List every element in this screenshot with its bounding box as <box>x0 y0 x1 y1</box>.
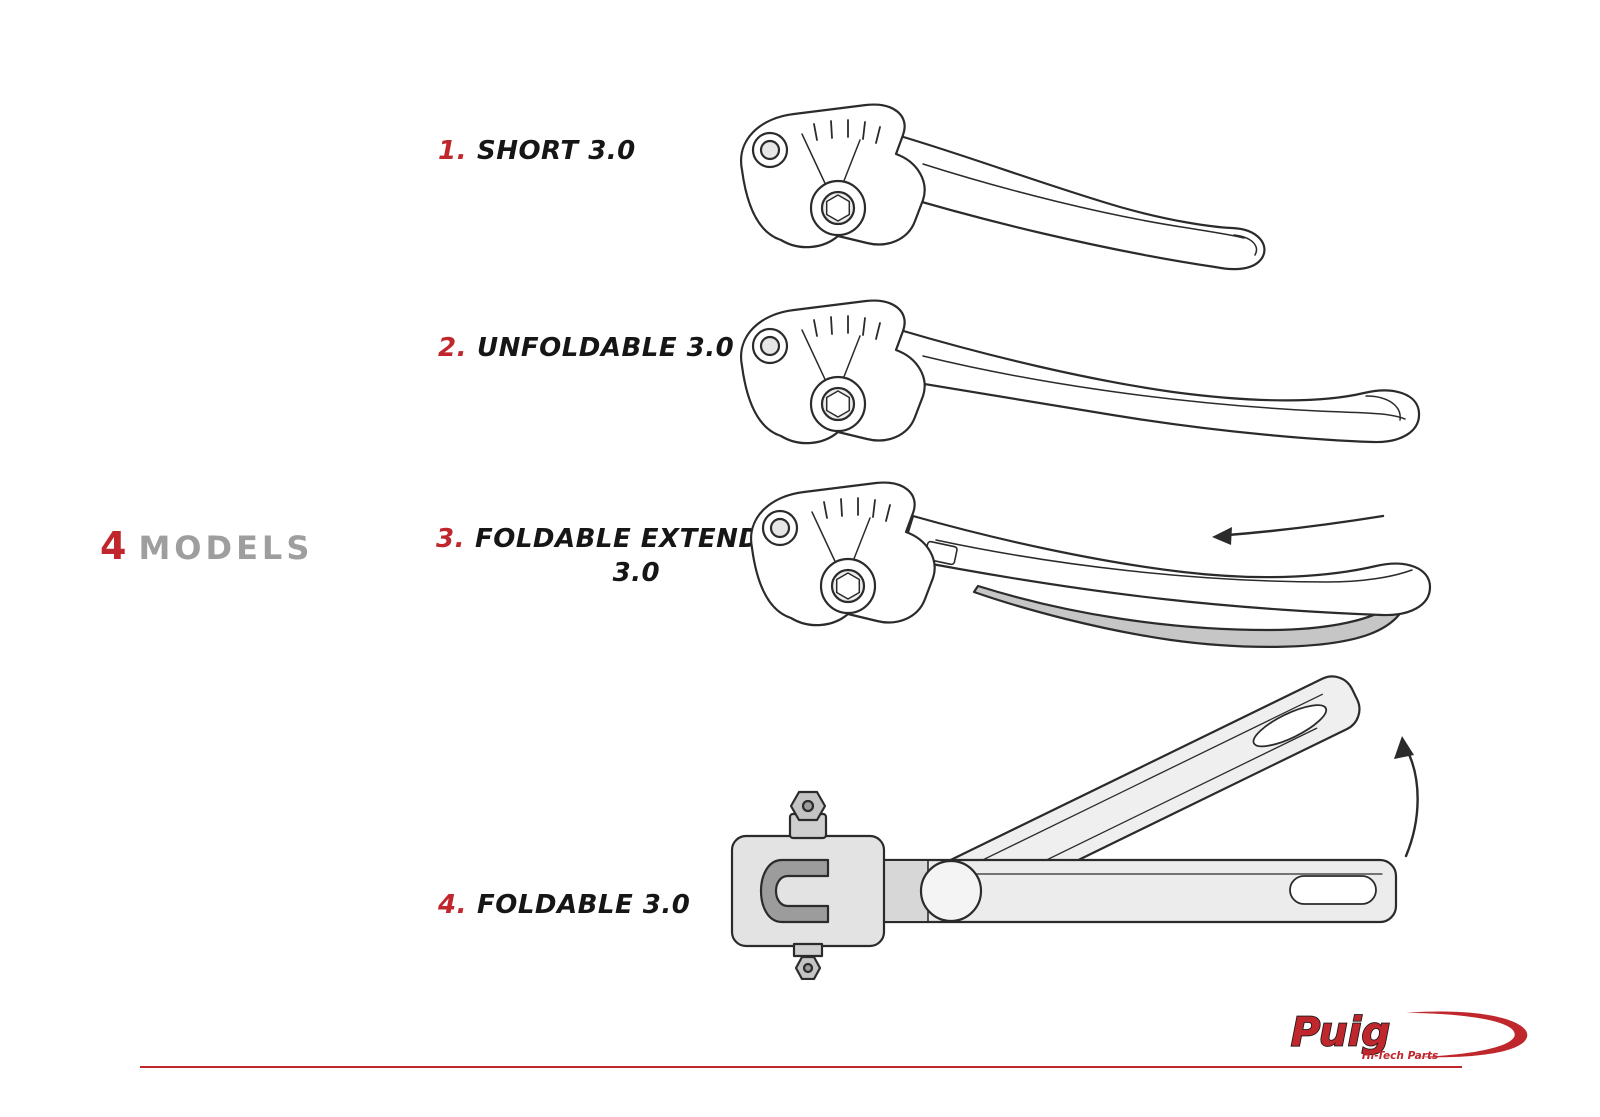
blade-ridge-line <box>935 539 1413 583</box>
footer-divider <box>140 1066 1462 1068</box>
clamp-bracket <box>730 790 886 980</box>
models-word: MODELS <box>138 529 314 567</box>
lever-pivot-housing <box>739 103 926 249</box>
model-number-2: 2. <box>438 333 467 363</box>
model-number-3: 3. <box>436 524 465 554</box>
lever-short-illustration <box>739 103 1266 271</box>
models-heading: 4 MODELS <box>100 524 313 568</box>
lever-foldable-extendable-illustration <box>749 481 1432 648</box>
model-label-line2: 3.0 <box>612 558 661 588</box>
blade-ridge-line <box>922 163 1245 239</box>
clevis-slot <box>760 858 830 924</box>
fold-arrow-icon <box>1394 736 1419 858</box>
model-label-unfoldable: 2. UNFOLDABLE 3.0 <box>438 333 734 363</box>
models-count: 4 <box>100 524 127 568</box>
model-name-foldable: FOLDABLE 3.0 <box>476 890 691 920</box>
vent-slots <box>813 119 881 144</box>
lever-blade <box>886 134 1266 271</box>
logo-brand-text: Puig <box>1291 1009 1391 1056</box>
blade-tip-curl <box>1365 395 1401 421</box>
lever-unfoldable-illustration <box>739 299 1421 445</box>
extend-arrow-icon <box>1212 514 1385 545</box>
model-label-short: 1. SHORT 3.0 <box>438 136 636 166</box>
logo-tagline-text: Hi-Tech Parts <box>1362 1050 1439 1062</box>
lever-pivot-housing <box>749 481 936 627</box>
vent-slots <box>813 315 881 340</box>
lever-blade <box>898 514 1432 617</box>
model-number-4: 4. <box>438 890 467 920</box>
blade-ridge-line <box>922 355 1406 420</box>
lever-blade <box>886 328 1421 444</box>
lever-pivot-housing <box>739 299 926 445</box>
body-slot <box>1289 875 1377 905</box>
model-name-short: SHORT 3.0 <box>476 136 636 166</box>
model-number-1: 1. <box>438 136 467 166</box>
blade-tip-curl <box>1233 234 1258 256</box>
puig-logo: Puig Hi-Tech Parts <box>1290 1008 1528 1062</box>
lever-foldable-illustration <box>730 675 1419 980</box>
model-name-unfoldable: UNFOLDABLE 3.0 <box>476 333 735 363</box>
vent-slots <box>823 497 891 522</box>
fold-pivot <box>919 859 983 923</box>
arm-slot <box>1252 704 1328 748</box>
model-label-foldable: 4. FOLDABLE 3.0 <box>438 890 690 920</box>
